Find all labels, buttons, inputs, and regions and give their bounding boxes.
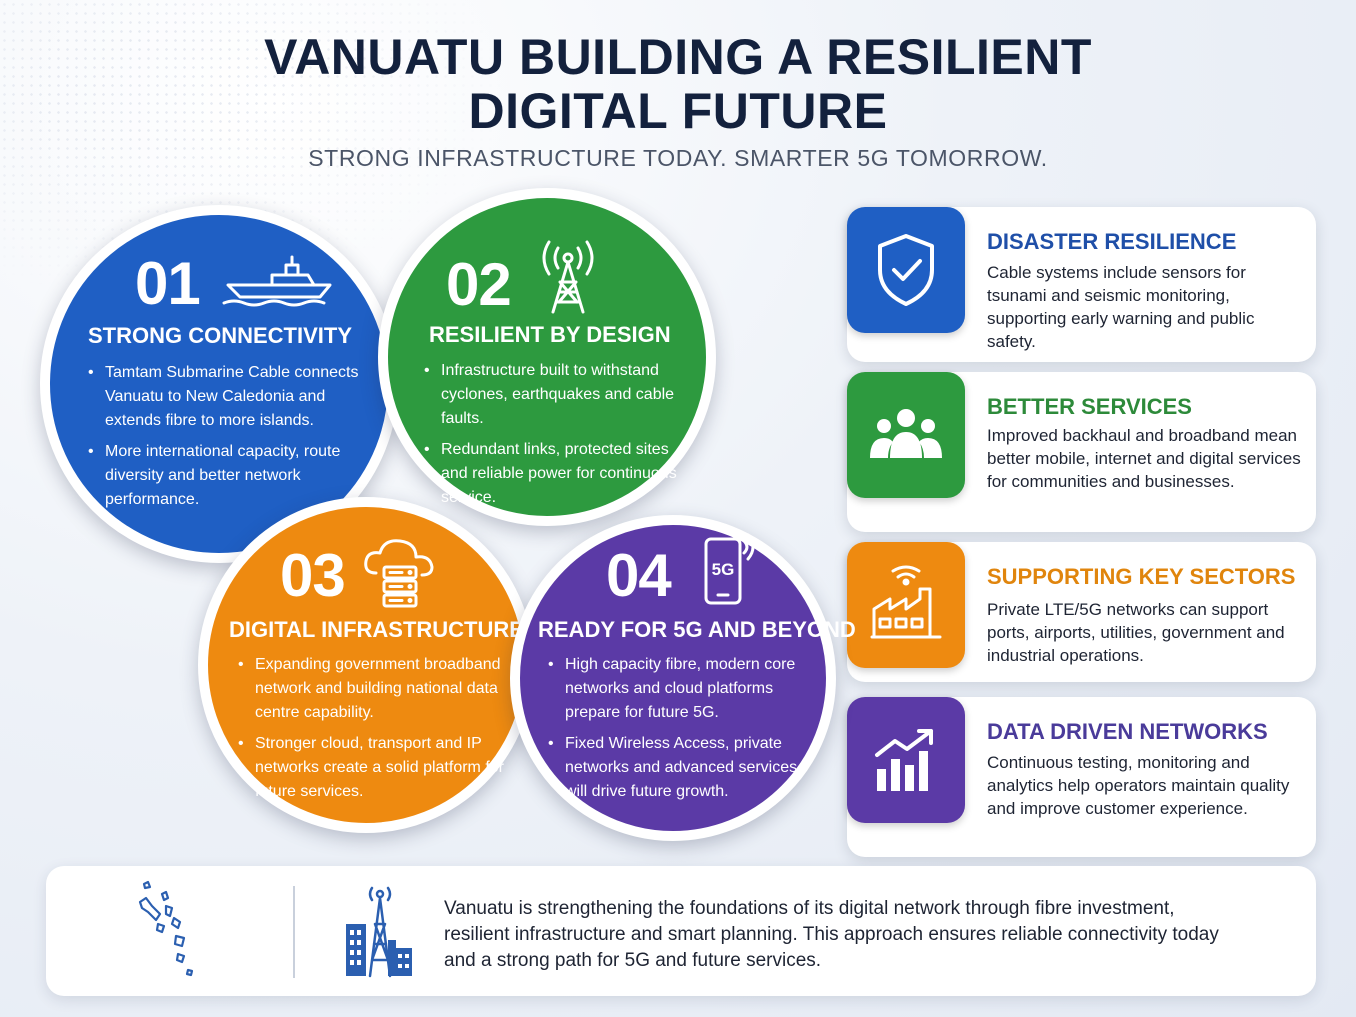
card-icon-tile	[847, 207, 965, 333]
pillar-number: 04	[606, 542, 672, 609]
page-title: VANUATU BUILDING A RESILIENT DIGITAL FUT…	[264, 29, 1092, 139]
cable-ship-icon	[222, 255, 332, 307]
5g-phone-icon: 5G	[704, 533, 755, 605]
connected-factory-icon	[870, 565, 942, 639]
page-subtitle: STRONG INFRASTRUCTURE TODAY. SMARTER 5G …	[308, 145, 1048, 171]
pillar-bullet: Infrastructure built to withstand cyclon…	[424, 359, 694, 431]
card-title: BETTER SERVICES	[987, 394, 1192, 419]
card-icon-tile	[847, 372, 965, 498]
pillar-bullets: Expanding government broadband network a…	[238, 653, 510, 811]
card-description: Cable systems include sensors for tsunam…	[987, 263, 1255, 351]
pillar-bullet: Redundant links, protected sites and rel…	[424, 438, 694, 510]
card-title: SUPPORTING KEY SECTORS	[987, 564, 1296, 589]
card-title: DATA DRIVEN NETWORKS	[987, 719, 1268, 744]
card-supporting-key-sectors: SUPPORTING KEY SECTORS Private LTE/5G ne…	[847, 542, 1316, 682]
pillar-number: 01	[135, 250, 201, 317]
shield-check-icon	[878, 234, 934, 306]
pillar-number: 02	[446, 251, 512, 318]
card-description: Continuous testing, monitoring and analy…	[987, 753, 1290, 818]
community-people-icon	[870, 409, 942, 458]
pillar-bullet: Tamtam Submarine Cable connects Vanuatu …	[88, 361, 370, 433]
pillar-bullet: High capacity fibre, modern core network…	[548, 653, 822, 725]
5g-label: 5G	[712, 560, 735, 579]
pillar-bullet: More international capacity, route diver…	[88, 440, 370, 512]
growth-chart-icon	[875, 729, 933, 791]
pillar-bullet: Stronger cloud, transport and IP network…	[238, 732, 510, 804]
summary-band: Vanuatu is strengthening the foundations…	[46, 866, 1316, 996]
pillar-bullets: High capacity fibre, modern core network…	[548, 653, 822, 811]
pillar-bullet: Expanding government broadband network a…	[238, 653, 510, 725]
pillar-digital-infrastructure: 03 DIGITAL INFRASTRUCTURE Expanding gove…	[198, 497, 534, 833]
city-tower-icon	[346, 886, 412, 978]
card-title: DISASTER RESILIENCE	[987, 229, 1237, 254]
card-icon-tile	[847, 542, 965, 668]
pillar-title: DIGITAL INFRASTRUCTURE	[229, 617, 524, 642]
pillar-ready-for-5g: 04 5G READY FOR 5G AND BEYOND High capac…	[510, 515, 856, 841]
card-description: Improved backhaul and broadband mean bet…	[987, 426, 1301, 491]
pillar-bullets: Tamtam Submarine Cable connects Vanuatu …	[88, 361, 370, 519]
band-divider	[293, 886, 295, 978]
card-icon-tile	[847, 697, 965, 823]
pillar-strong-connectivity: 01 STRONG CONNECTIVITY Tamtam Submarine …	[40, 205, 398, 563]
card-better-services: BETTER SERVICES Improved backhaul and br…	[847, 372, 1316, 532]
pillar-title: RESILIENT BY DESIGN	[429, 322, 671, 347]
radio-tower-icon	[542, 240, 594, 314]
card-data-driven-networks: DATA DRIVEN NETWORKS Continuous testing,…	[847, 697, 1316, 857]
vanuatu-islands-map-icon	[138, 880, 194, 977]
pillar-resilient-by-design: 02 RESILIENT BY DESIGN Infrastructure bu…	[378, 188, 716, 526]
pillar-bullet: Fixed Wireless Access, private networks …	[548, 732, 822, 804]
pillar-title: STRONG CONNECTIVITY	[88, 323, 353, 348]
summary-text: Vanuatu is strengthening the foundations…	[444, 898, 1219, 971]
pillar-title: READY FOR 5G AND BEYOND	[538, 617, 856, 642]
card-description: Private LTE/5G networks can support port…	[987, 600, 1285, 665]
pillar-number: 03	[280, 542, 346, 609]
pillar-bullets: Infrastructure built to withstand cyclon…	[424, 359, 694, 517]
cloud-server-icon	[364, 539, 434, 608]
card-disaster-resilience: DISASTER RESILIENCE Cable systems includ…	[847, 207, 1316, 362]
